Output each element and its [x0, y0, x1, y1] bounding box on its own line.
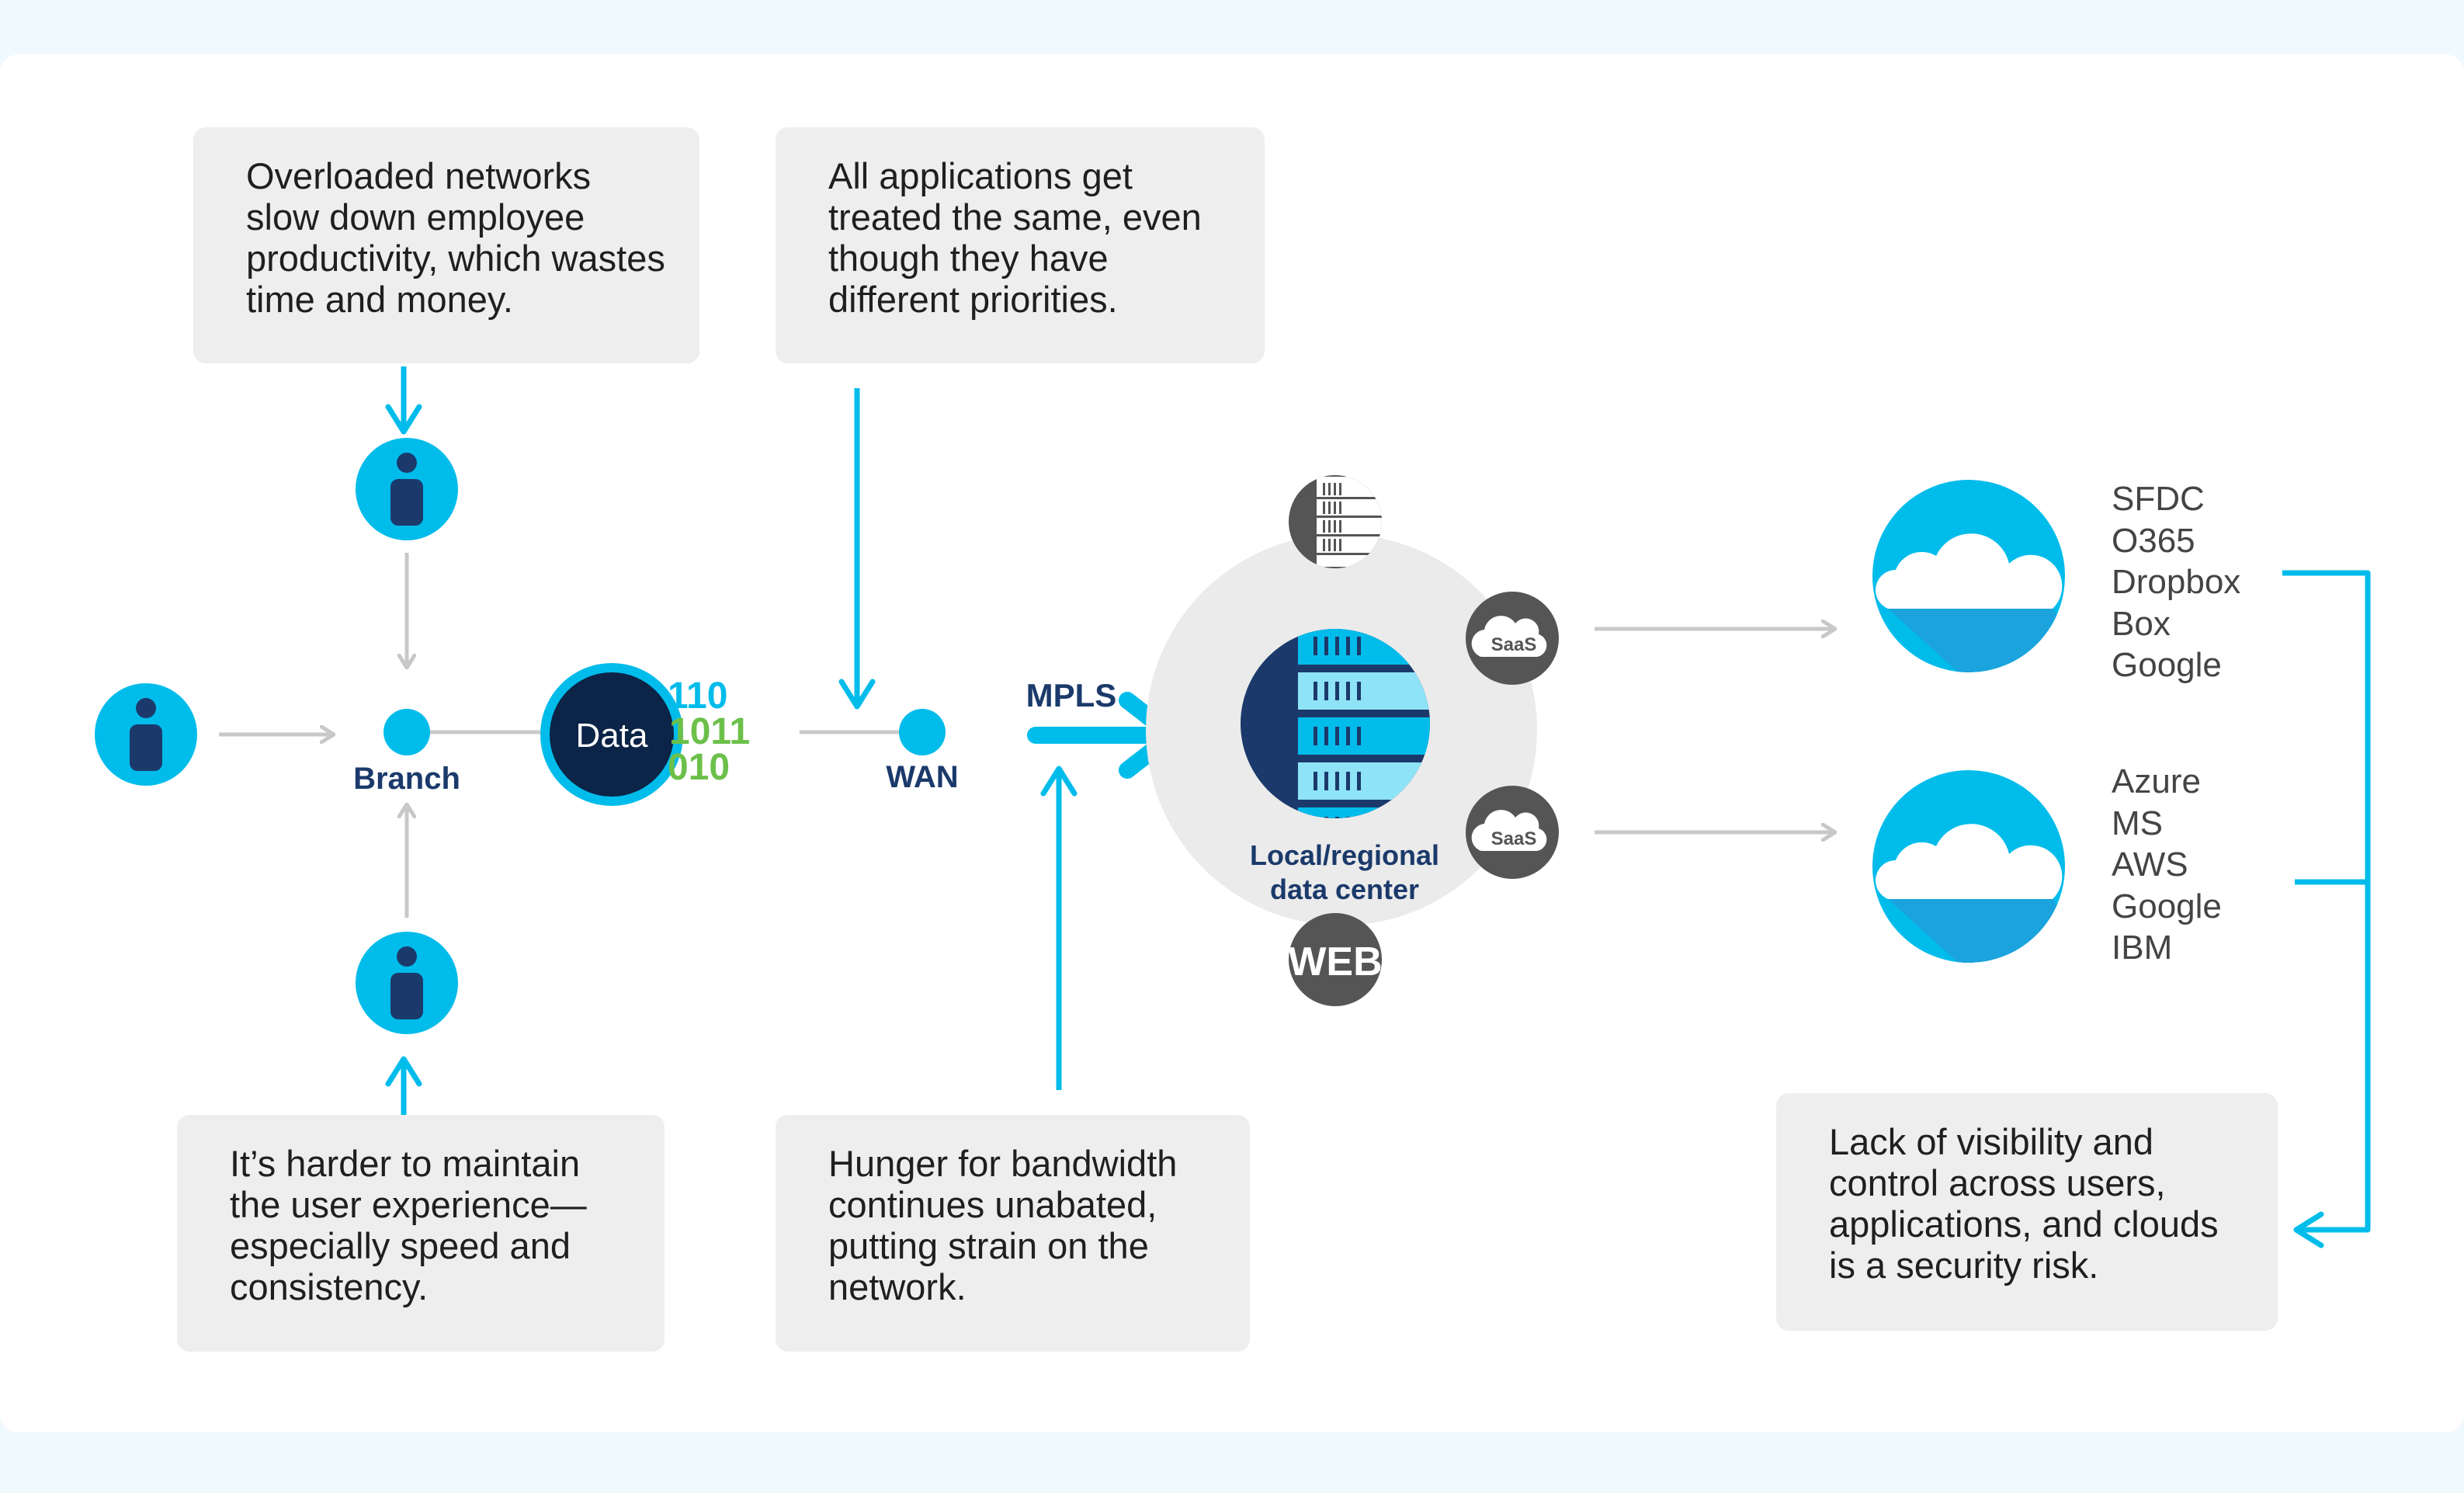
data-node: Data — [540, 663, 683, 806]
bracket-cloud-lists — [2282, 570, 2371, 1248]
callout-top-middle: All applications get treated the same, e… — [776, 127, 1265, 363]
callout-bottom-left-text: It’s harder to maintain the user experie… — [230, 1143, 587, 1307]
cloud-app-item: Box — [2112, 604, 2171, 643]
cloud-app-item: SFDC — [2112, 480, 2205, 518]
branch-node — [383, 709, 430, 755]
callout-top-left: Overloaded networks slow down employee p… — [193, 127, 699, 363]
cloud-app-item: IBM — [2112, 929, 2173, 967]
binary-line-1: 110 — [668, 675, 727, 717]
cloud-app-item: O365 — [2112, 521, 2195, 560]
saas-cloud-icon-bottom: SaaS — [1466, 786, 1559, 879]
callout-bottom-middle-text: Hunger for bandwidth continues unabated,… — [828, 1143, 1178, 1307]
cloud-app-list-bottom: Azure MS AWS Google IBM — [2112, 761, 2222, 969]
cloud-app-list-top: SFDC O365 Dropbox Box Google — [2112, 478, 2240, 686]
user-icon-top — [356, 438, 458, 540]
data-label: Data — [576, 717, 648, 755]
saas-label-top: SaaS — [1491, 634, 1537, 655]
user-icon-left — [95, 683, 197, 786]
cloud-app-item: Google — [2112, 887, 2222, 925]
callout-bottom-middle: Hunger for bandwidth continues unabated,… — [776, 1115, 1250, 1352]
cloud-app-item: Azure — [2112, 762, 2201, 800]
cloud-app-item: Dropbox — [2112, 563, 2241, 601]
binary-line-2: 1011 — [669, 711, 750, 752]
server-icon-small — [1289, 475, 1382, 568]
callout-top-left-text: Overloaded networks slow down employee p… — [246, 155, 665, 320]
mpls-label: MPLS — [1026, 677, 1117, 714]
wan-label: WAN — [886, 760, 958, 794]
cloud-icon-top — [1872, 480, 2065, 672]
saas-label-bottom: SaaS — [1491, 828, 1537, 849]
user-icon-bottom — [356, 932, 458, 1034]
web-label: WEB — [1288, 939, 1382, 984]
cloud-app-item: AWS — [2112, 845, 2188, 884]
cloud-app-item: Google — [2112, 646, 2222, 684]
branch-label: Branch — [353, 762, 460, 796]
cloud-app-item: MS — [2112, 804, 2163, 842]
data-center-label-line1: Local/regional — [1250, 839, 1439, 871]
callout-bottom-left: It’s harder to maintain the user experie… — [177, 1115, 665, 1352]
callout-bottom-right: Lack of visibility and control across us… — [1776, 1093, 2278, 1331]
callout-top-middle-text: All applications get treated the same, e… — [828, 155, 1202, 320]
web-icon: WEB — [1288, 913, 1383, 1006]
binary-digits: 110 1011 010 — [668, 675, 750, 788]
callout-bottom-right-text: Lack of visibility and control across us… — [1829, 1121, 2219, 1286]
callout-arrows — [385, 366, 2371, 1248]
binary-line-3: 010 — [668, 747, 730, 788]
saas-cloud-icon-top: SaaS — [1466, 592, 1559, 685]
wan-node — [899, 709, 946, 755]
cloud-icon-bottom — [1872, 770, 2065, 963]
data-center-label-line2: data center — [1270, 873, 1419, 905]
server-icon-data-center — [1241, 629, 1430, 818]
connector-lines — [219, 553, 1835, 918]
